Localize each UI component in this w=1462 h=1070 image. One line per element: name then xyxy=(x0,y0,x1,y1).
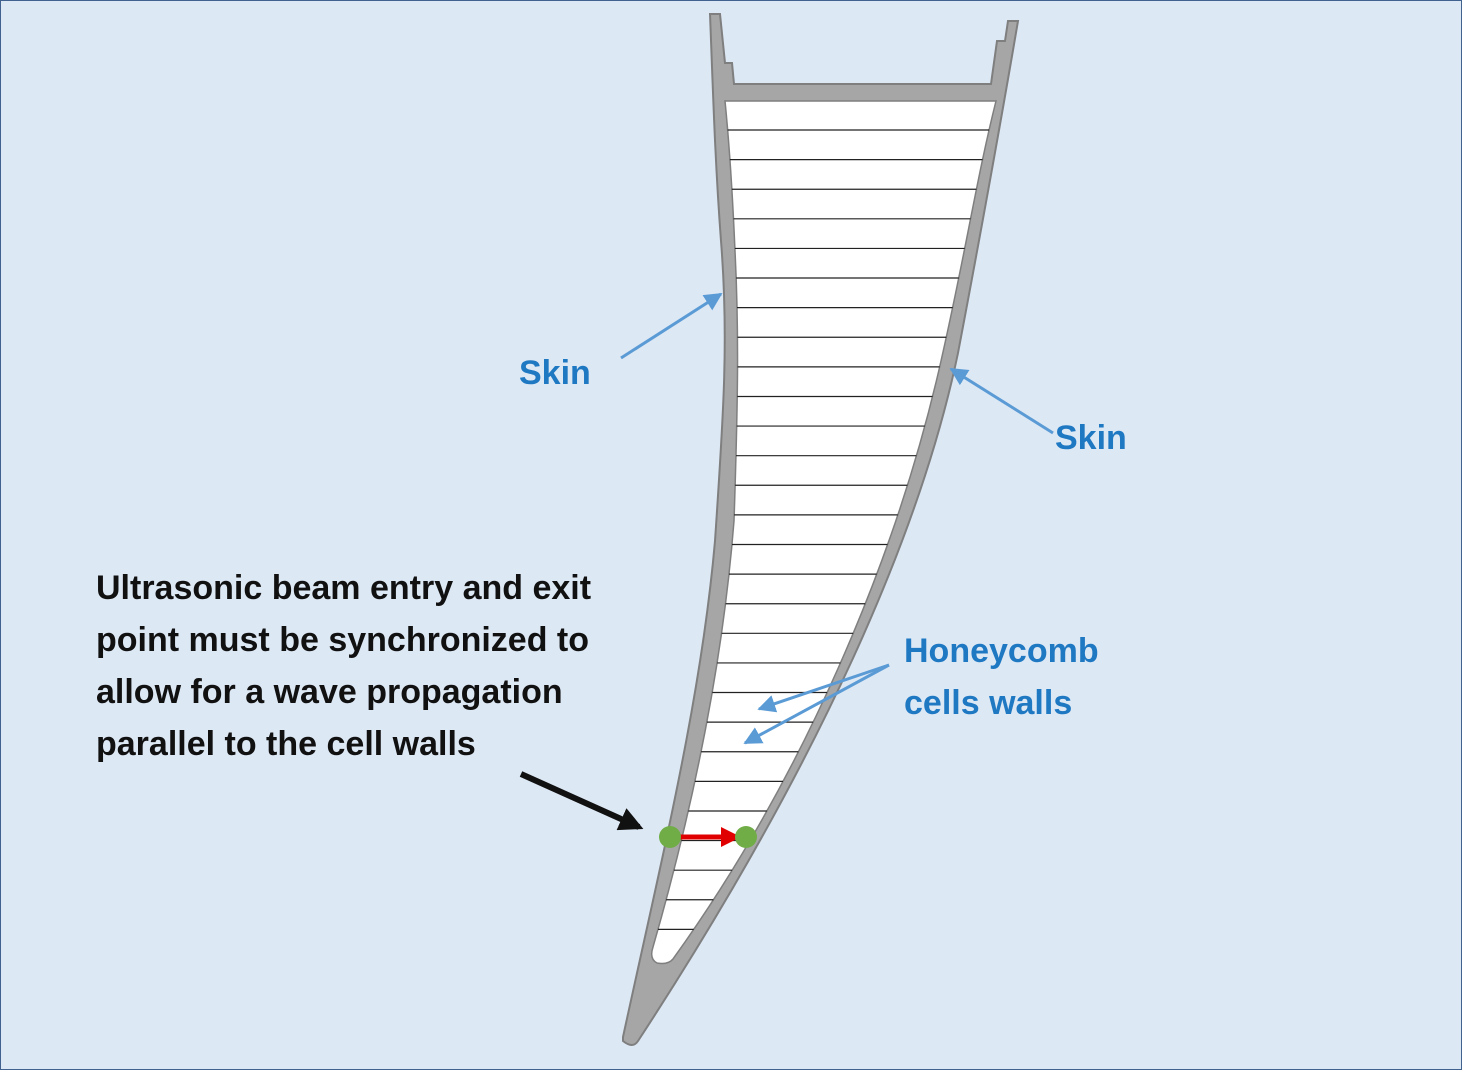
honeycomb-cells-walls-label: Honeycomb cells walls xyxy=(904,625,1099,729)
note-line-2: point must be synchronized to xyxy=(96,621,590,659)
beam-entry-point xyxy=(659,826,681,848)
ultrasonic-beam-note: Ultrasonic beam entry and exit point mus… xyxy=(96,562,591,770)
honeycomb-pointer-arrow-upper xyxy=(757,663,890,713)
skin-right-pointer-arrow xyxy=(949,367,1054,435)
beam-exit-point xyxy=(735,826,757,848)
skin-right-label: Skin xyxy=(1055,419,1127,457)
note-line-3: allow for a wave propagation xyxy=(96,673,563,711)
skin-left-pointer-arrow xyxy=(620,292,723,360)
honeycomb-cell-walls xyxy=(658,129,990,930)
skin-left-label: Skin xyxy=(519,354,591,392)
honeycomb-core xyxy=(650,100,997,965)
note-line-1: Ultrasonic beam entry and exit xyxy=(96,569,592,607)
beam-note-pointer-arrow xyxy=(519,771,644,831)
honeycomb-pointer-arrow-lower xyxy=(743,663,890,745)
honeycomb-label-line-1: Honeycomb xyxy=(904,632,1099,670)
note-line-4: parallel to the cell walls xyxy=(96,725,476,763)
honeycomb-label-line-2: cells walls xyxy=(904,684,1073,722)
